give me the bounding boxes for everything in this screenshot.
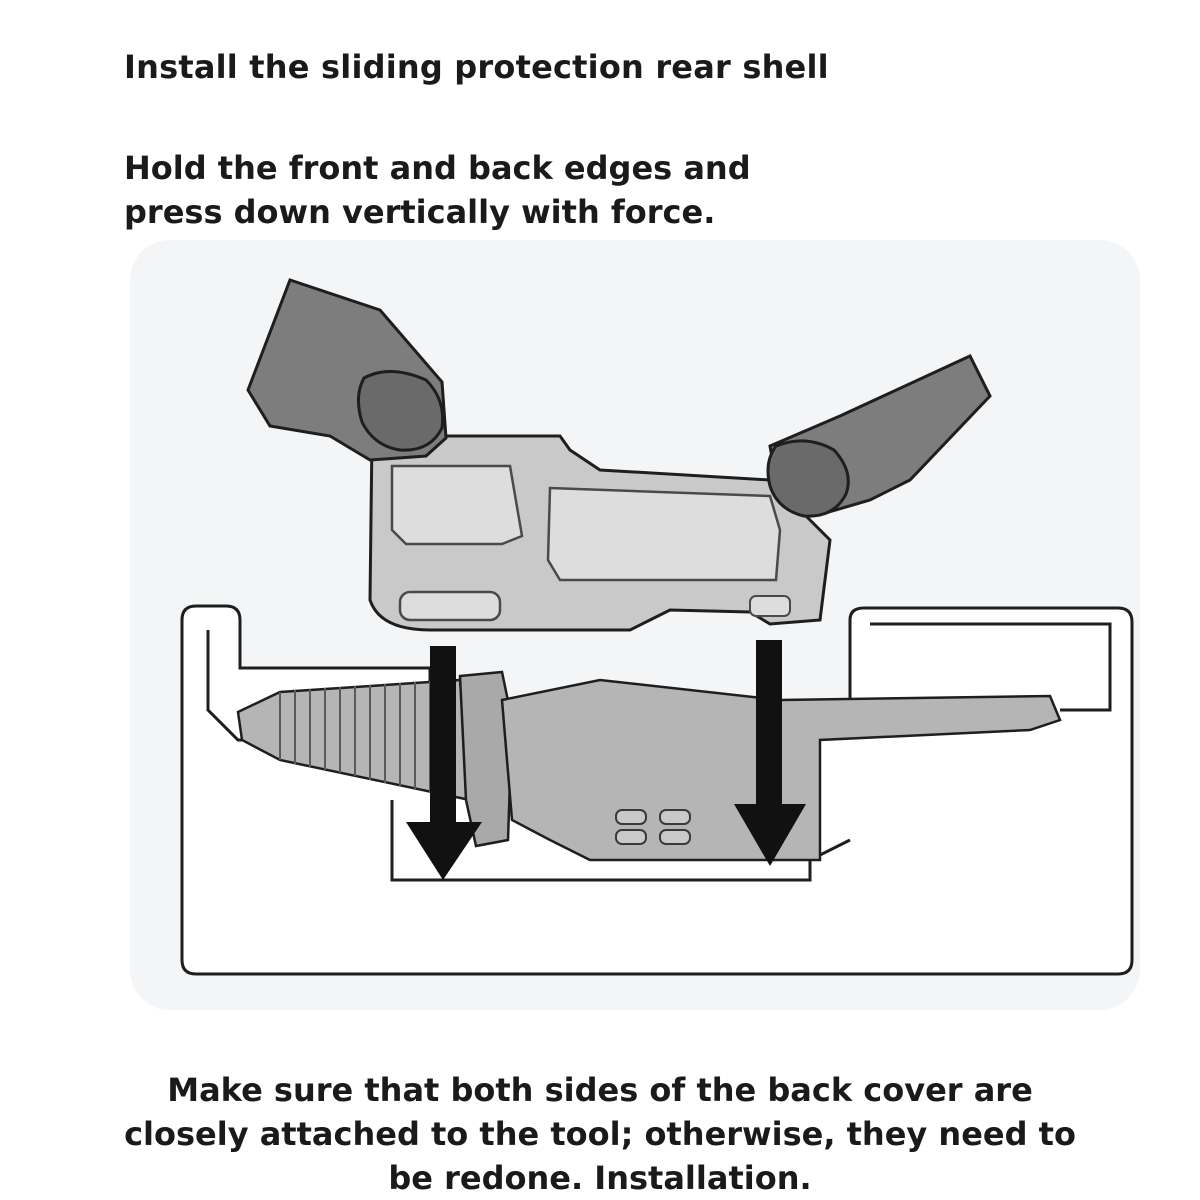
- installation-illustration: [130, 240, 1140, 1010]
- down-arrow-icon: [734, 640, 806, 866]
- instruction-line: Hold the front and back edges and: [124, 149, 751, 187]
- left-hand-icon: [246, 278, 448, 462]
- note-line: Make sure that both sides of the back co…: [167, 1071, 1033, 1109]
- note-line: be redone. Installation.: [388, 1159, 812, 1197]
- note-text: Make sure that both sides of the back co…: [80, 1068, 1120, 1200]
- note-line: closely attached to the tool; otherwise,…: [124, 1115, 1076, 1153]
- instruction-text: Hold the front and back edges and press …: [124, 146, 751, 234]
- down-arrow-icon: [406, 646, 482, 880]
- right-hand-icon: [766, 354, 992, 518]
- instruction-line: press down vertically with force.: [124, 193, 716, 231]
- rear-shell: [368, 434, 832, 632]
- heading: Install the sliding protection rear shel…: [124, 48, 829, 86]
